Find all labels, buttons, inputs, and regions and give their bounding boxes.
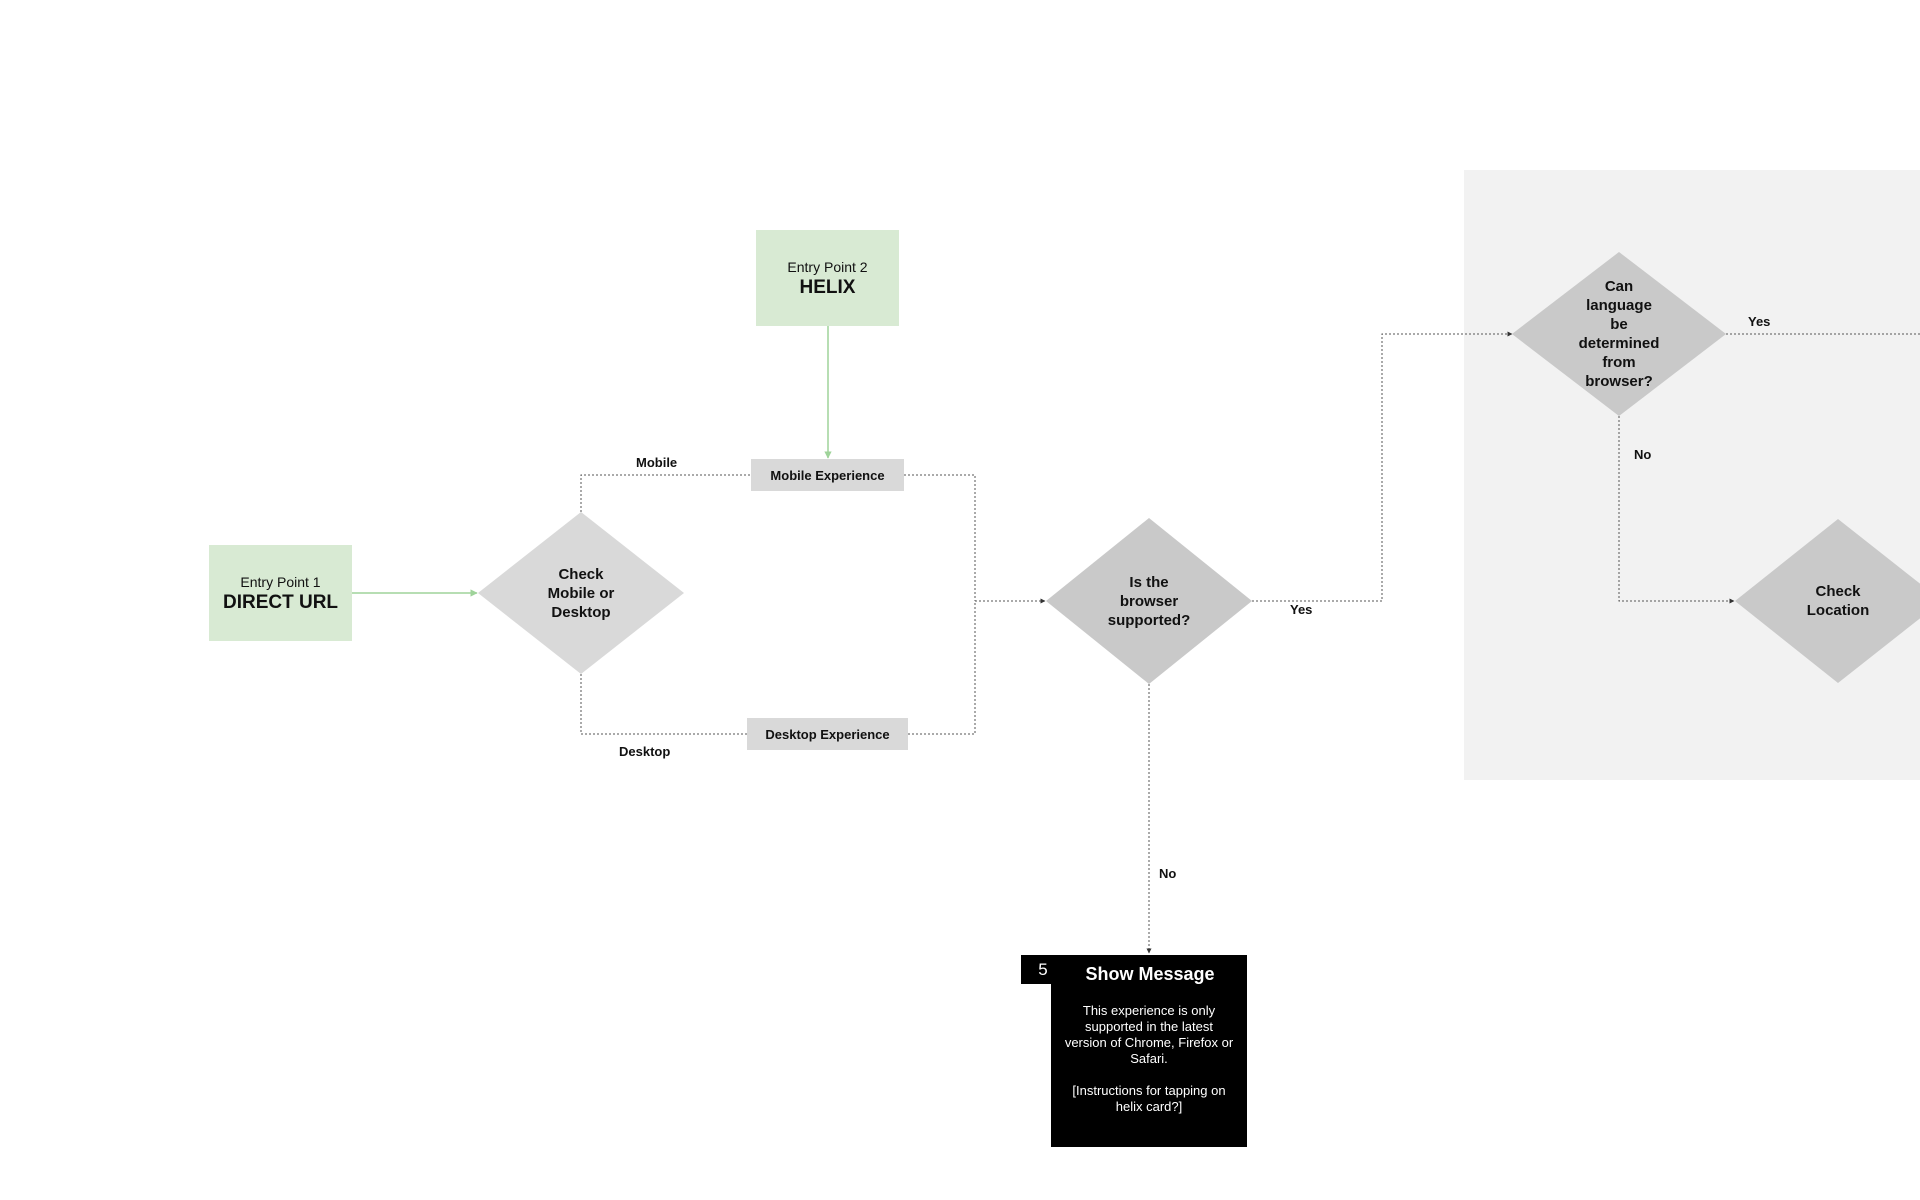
entry-point-helix: Entry Point 2 HELIX — [756, 230, 899, 326]
show-message-title: Show Message — [1085, 964, 1215, 984]
decision-check-device — [478, 512, 684, 674]
browser-supported-label: Is the browser supported? — [1107, 573, 1191, 629]
edge-label-mobile: Mobile — [636, 455, 678, 470]
step-number-badge: 5 — [1021, 955, 1065, 984]
decision-browser-supported — [1046, 518, 1252, 684]
edge-label-language-no: No — [1634, 447, 1652, 462]
entry-caption: Entry Point 1 — [240, 573, 321, 590]
mobile-experience-node: Mobile Experience — [751, 459, 904, 491]
entry-caption: Entry Point 2 — [787, 258, 868, 275]
edge-label-language-yes: Yes — [1748, 314, 1771, 329]
check-location-label: Check Location — [1806, 583, 1870, 619]
decision-language-from-browser — [1512, 252, 1726, 416]
show-message-instructions: [Instructions for tapping on helix card?… — [1072, 1083, 1226, 1114]
edge-check-to-desktop — [580, 674, 747, 735]
check-device-label: Check Mobile or Desktop — [547, 565, 615, 621]
show-message-box: Show Message This experience is only sup… — [1051, 955, 1247, 1147]
desktop-experience-node: Desktop Experience — [747, 718, 908, 750]
edge-browser-yes — [1252, 331, 1513, 602]
edge-desktop-to-merge — [908, 601, 976, 735]
language-from-browser-label: Can language be determined from browser? — [1578, 278, 1660, 390]
edge-label-browser-no: No — [1159, 866, 1177, 881]
edge-label-browser-yes: Yes — [1290, 602, 1313, 617]
language-region — [1464, 170, 1920, 780]
show-message-body: This experience is only supported in the… — [1064, 1003, 1234, 1066]
entry-point-direct-url: Entry Point 1 DIRECT URL — [209, 545, 352, 641]
entry-title: DIRECT URL — [222, 591, 339, 613]
edge-check-to-mobile — [580, 474, 751, 512]
decision-check-location — [1735, 519, 1920, 683]
entry-title: HELIX — [799, 276, 856, 298]
edge-label-desktop: Desktop — [619, 744, 671, 759]
edge-language-no — [1618, 416, 1735, 604]
edge-mobile-to-merge — [904, 474, 976, 601]
